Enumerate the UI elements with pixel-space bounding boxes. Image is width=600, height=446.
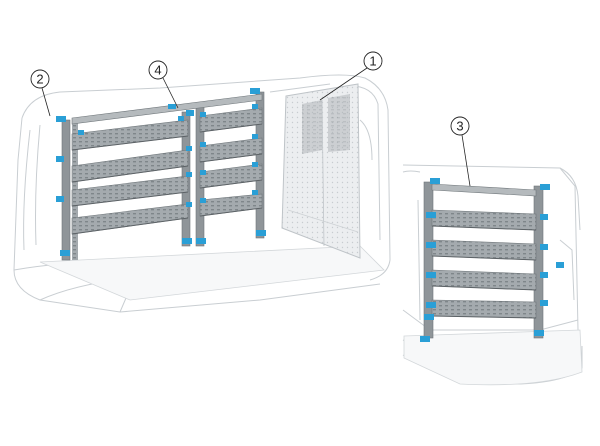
callout-1: 1	[319, 51, 383, 101]
rear-unit-connectors	[420, 178, 564, 342]
cargo-floor	[39, 245, 385, 301]
callout-2-number: 2	[36, 72, 43, 87]
callout-2: 2	[30, 69, 51, 117]
partition	[281, 83, 361, 259]
callout-3: 3	[450, 116, 471, 187]
rear-shelving-unit	[423, 181, 544, 339]
rear-cargo-floor	[403, 329, 583, 386]
callout-4: 4	[148, 60, 179, 109]
callout-1-number: 1	[369, 54, 376, 69]
callout-4-number: 4	[154, 63, 161, 78]
callout-3-number: 3	[456, 119, 463, 134]
center-shelving-unit	[71, 93, 263, 235]
left-unit-connectors	[56, 88, 266, 256]
